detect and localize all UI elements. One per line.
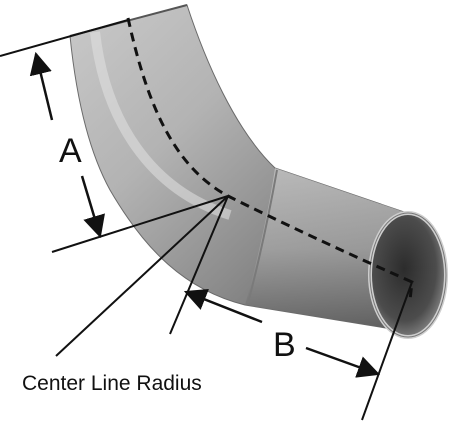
dimension-b-label: B bbox=[273, 326, 296, 364]
dimension-a-extension-bottom bbox=[51, 195, 229, 253]
dimension-b-arrow-right bbox=[305, 346, 381, 378]
pipe-body bbox=[69, 4, 448, 339]
center-line-radius-leader bbox=[55, 195, 229, 357]
dimension-a-arrow-lower bbox=[80, 175, 105, 239]
pipe-straight-section bbox=[245, 168, 410, 330]
center-line-radius-label: Center Line Radius bbox=[22, 372, 202, 395]
dimension-a-extension-top bbox=[0, 19, 129, 57]
dimension-b-extension-left bbox=[169, 195, 229, 335]
pipe-end-rim bbox=[369, 212, 447, 338]
dimension-b-extension-right bbox=[361, 281, 413, 421]
dimension-a-label: A bbox=[59, 132, 82, 170]
dimension-a-arrow-upper bbox=[29, 51, 54, 121]
weld-seam bbox=[247, 169, 278, 304]
dimension-b-arrow-left bbox=[183, 288, 263, 324]
